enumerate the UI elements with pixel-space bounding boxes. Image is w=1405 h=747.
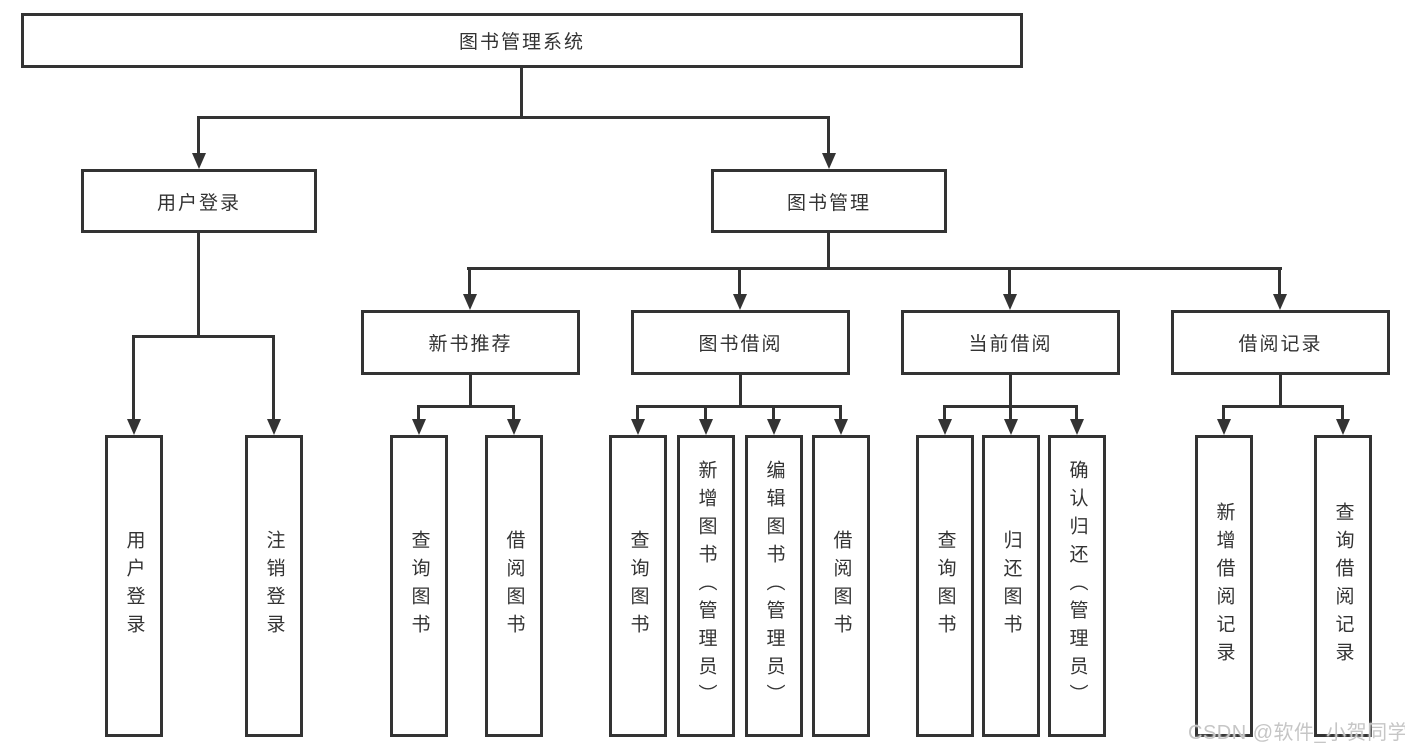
node-book-management: 图书管理 [711, 169, 947, 233]
leaf-label: 新增图书（管理员） [695, 460, 717, 712]
node-label: 用户登录 [156, 192, 241, 214]
node-label: 新书推荐 [428, 334, 513, 355]
connector-records-hline [1222, 405, 1344, 408]
leaf-label: 查询图书 [408, 530, 430, 642]
arrowhead-icon [938, 419, 952, 435]
arrowhead-icon [834, 419, 848, 435]
connector-arrow-stem [1008, 267, 1011, 296]
arrowhead-icon [767, 419, 781, 435]
connector-arrow-stem [827, 116, 830, 155]
connector-bookmgmt-stem [827, 233, 830, 269]
connector-recommend-hline [417, 405, 515, 408]
node-library-management-system: 图书管理系统 [21, 13, 1023, 68]
leaf-label: 确认归还（管理员） [1066, 460, 1088, 712]
arrowhead-icon [1217, 419, 1231, 435]
node-new-book-recommend: 新书推荐 [361, 310, 580, 375]
connector-recommend-stem [469, 375, 472, 407]
connector-arrow-stem [943, 405, 946, 421]
leaf-query-borrow-record: 查询借阅记录 [1314, 435, 1372, 737]
arrowhead-icon [127, 419, 141, 435]
arrowhead-icon [631, 419, 645, 435]
connector-arrow-stem [1278, 267, 1281, 296]
arrowhead-icon [733, 294, 747, 310]
node-label: 当前借阅 [968, 334, 1053, 355]
arrowhead-icon [1070, 419, 1084, 435]
leaf-query-books-borrowing: 查询图书 [609, 435, 667, 737]
leaf-label: 查询图书 [934, 530, 956, 642]
node-user-login: 用户登录 [81, 169, 317, 233]
arrowhead-icon [822, 153, 836, 169]
leaf-user-login: 用户登录 [105, 435, 163, 737]
leaf-query-books-recommend: 查询图书 [390, 435, 448, 737]
connector-arrow-stem [512, 405, 515, 421]
connector-arrow-stem [1341, 405, 1344, 421]
leaf-logout: 注销登录 [245, 435, 303, 737]
arrowhead-icon [699, 419, 713, 435]
connector-root-stem [520, 68, 523, 119]
watermark: CSDN @软件_小贺同学 [1188, 722, 1405, 744]
leaf-confirm-return-admin: 确认归还（管理员） [1048, 435, 1106, 737]
connector-borrowing-hline [636, 405, 842, 408]
connector-arrow-stem [197, 116, 200, 155]
connector-arrow-stem [1222, 405, 1225, 421]
connector-arrow-stem [738, 267, 741, 296]
arrowhead-icon [1336, 419, 1350, 435]
connector-userlogin-hline [132, 335, 275, 338]
leaf-query-books-current: 查询图书 [916, 435, 974, 737]
connector-arrow-stem [704, 405, 707, 421]
connector-arrow-stem [468, 267, 471, 296]
leaf-label: 借阅图书 [830, 530, 852, 642]
leaf-label: 编辑图书（管理员） [763, 460, 785, 712]
connector-arrow-stem [1009, 405, 1012, 421]
arrowhead-icon [507, 419, 521, 435]
leaf-label: 用户登录 [123, 530, 145, 642]
connector-arrow-stem [1075, 405, 1078, 421]
leaf-label: 借阅图书 [503, 530, 525, 642]
leaf-borrow-books-recommend: 借阅图书 [485, 435, 543, 737]
node-book-borrowing: 图书借阅 [631, 310, 850, 375]
arrowhead-icon [267, 419, 281, 435]
connector-userlogin-stem [197, 233, 200, 337]
connector-arrow-stem [772, 405, 775, 421]
arrowhead-icon [463, 294, 477, 310]
leaf-add-borrow-record: 新增借阅记录 [1195, 435, 1253, 737]
leaf-label: 归还图书 [1000, 530, 1022, 642]
leaf-label: 注销登录 [263, 530, 285, 642]
connector-records-stem [1279, 375, 1282, 407]
leaf-label: 新增借阅记录 [1213, 502, 1235, 670]
connector-arrow-stem [132, 335, 135, 421]
leaf-add-books-admin: 新增图书（管理员） [677, 435, 735, 737]
leaf-label: 查询图书 [627, 530, 649, 642]
node-borrowing-records: 借阅记录 [1171, 310, 1390, 375]
connector-borrowing-stem [739, 375, 742, 407]
node-current-borrowing: 当前借阅 [901, 310, 1120, 375]
connector-level2-hline [197, 116, 830, 119]
node-label: 图书管理系统 [458, 32, 585, 53]
node-label: 图书管理 [786, 192, 871, 214]
connector-arrow-stem [417, 405, 420, 421]
leaf-borrow-books: 借阅图书 [812, 435, 870, 737]
leaf-label: 查询借阅记录 [1332, 502, 1354, 670]
node-label: 图书借阅 [698, 334, 783, 355]
arrowhead-icon [412, 419, 426, 435]
connector-arrow-stem [636, 405, 639, 421]
arrowhead-icon [192, 153, 206, 169]
connector-arrow-stem [839, 405, 842, 421]
arrowhead-icon [1003, 294, 1017, 310]
connector-current-stem [1009, 375, 1012, 407]
connector-level3-hline [467, 267, 1282, 270]
node-label: 借阅记录 [1238, 334, 1323, 355]
arrowhead-icon [1273, 294, 1287, 310]
arrowhead-icon [1004, 419, 1018, 435]
connector-arrow-stem [272, 335, 275, 421]
leaf-edit-books-admin: 编辑图书（管理员） [745, 435, 803, 737]
leaf-return-books: 归还图书 [982, 435, 1040, 737]
